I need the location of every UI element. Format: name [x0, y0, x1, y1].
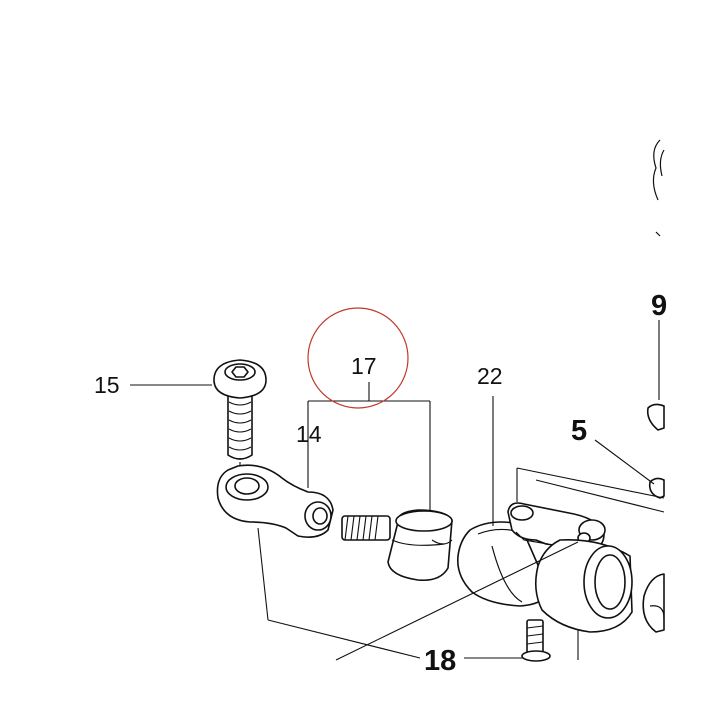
- callout-14[interactable]: 14: [296, 421, 322, 447]
- callout-22[interactable]: 22: [477, 363, 503, 389]
- callout-18[interactable]: 18: [424, 645, 456, 677]
- part-22-bushing[interactable]: [456, 521, 549, 607]
- callout-17[interactable]: 17: [351, 353, 377, 379]
- callout-15[interactable]: 15: [94, 372, 120, 398]
- linkage-bracket[interactable]: [507, 502, 606, 551]
- part-17-stud[interactable]: [341, 515, 391, 541]
- part-17-sleeve[interactable]: [387, 509, 453, 582]
- leader-lines: [130, 320, 665, 661]
- part-15-bolt[interactable]: [213, 359, 267, 460]
- right-edge-parts: [642, 139, 665, 633]
- small-screw[interactable]: [521, 619, 551, 662]
- callout-9[interactable]: 9: [651, 290, 667, 322]
- main-housing[interactable]: [534, 539, 633, 633]
- highlight-circle: [307, 307, 409, 409]
- part-14-rod-end[interactable]: [216, 464, 334, 538]
- callout-5[interactable]: 5: [571, 415, 587, 447]
